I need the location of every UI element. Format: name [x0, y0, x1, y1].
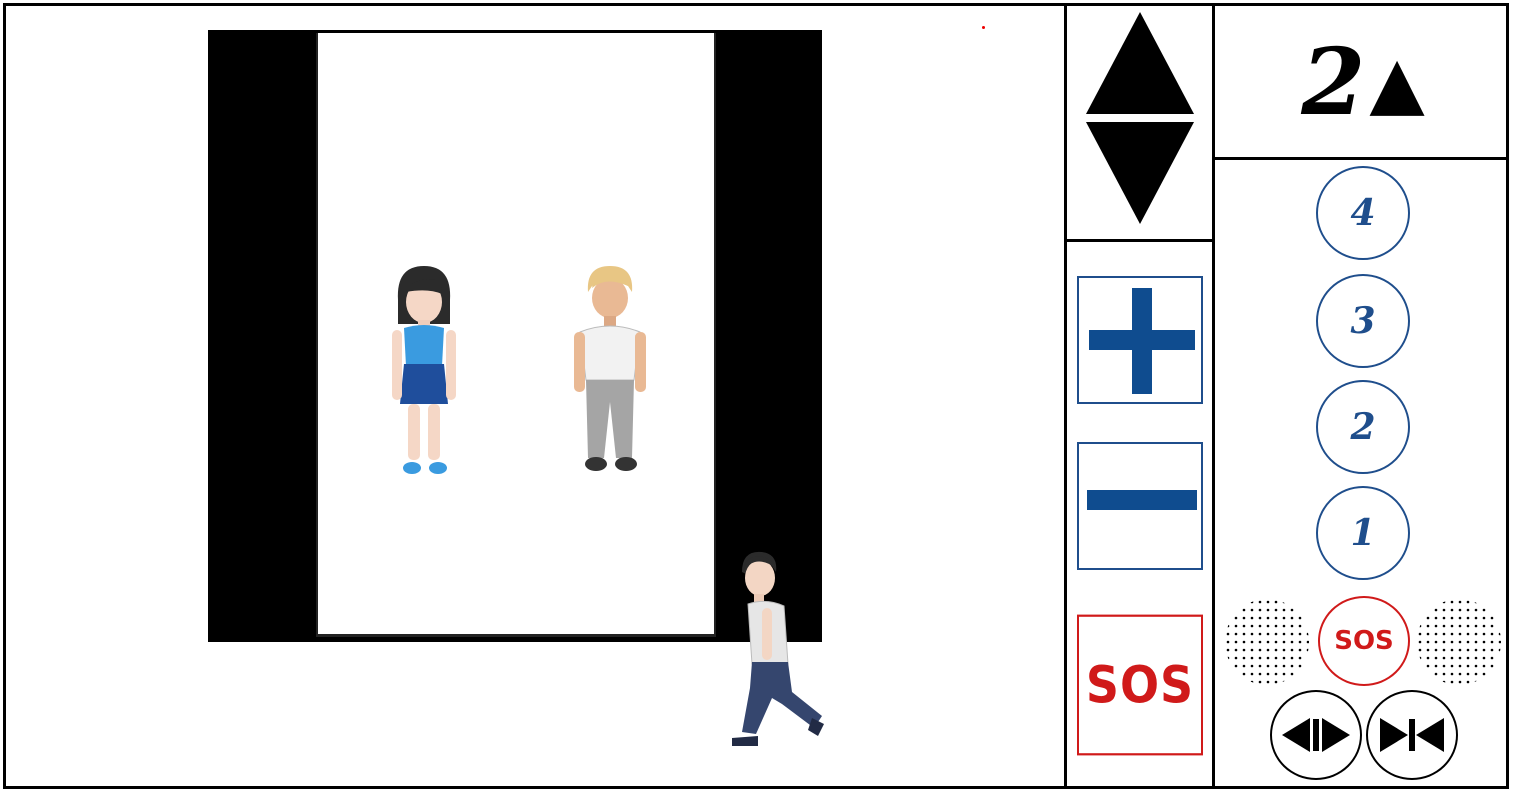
floor-button-2[interactable]: 2 [1316, 380, 1410, 474]
elevator-cabin [316, 33, 716, 637]
divider-display [1214, 157, 1509, 160]
floor-button-3[interactable]: 3 [1316, 274, 1410, 368]
door-open-button[interactable] [1270, 690, 1362, 780]
floor-button-1[interactable]: 1 [1316, 486, 1410, 580]
floor-display: 2 ▲ [1218, 6, 1508, 158]
direction-indicator: ▲ [1369, 40, 1425, 124]
door-open-icon [1282, 718, 1350, 752]
door-close-button[interactable] [1366, 690, 1458, 780]
walking-player [732, 551, 824, 746]
woman-passenger [392, 266, 456, 474]
divider-scene-controls [1064, 3, 1067, 789]
up-triangle-icon[interactable] [1086, 12, 1194, 114]
divider-controls-panel [1212, 3, 1215, 789]
minus-icon [1087, 490, 1197, 510]
direction-arrows [1086, 12, 1194, 224]
door-close-icon [1380, 718, 1444, 752]
floor-button-4[interactable]: 4 [1316, 166, 1410, 260]
panel-sos-button[interactable]: SOS [1318, 596, 1410, 686]
speaker-left-icon [1225, 599, 1309, 685]
plus-button[interactable] [1077, 276, 1203, 404]
down-triangle-icon[interactable] [1086, 122, 1194, 224]
plus-icon [1089, 288, 1195, 394]
current-floor: 2 [1301, 28, 1366, 136]
divider-arrows [1066, 239, 1214, 242]
sos-button[interactable]: SOS [1077, 614, 1203, 756]
speaker-right-icon [1417, 599, 1501, 685]
man-passenger [574, 266, 646, 471]
minus-button[interactable] [1077, 442, 1203, 570]
red-dot-marker [982, 26, 985, 29]
game-frame [3, 3, 1509, 789]
